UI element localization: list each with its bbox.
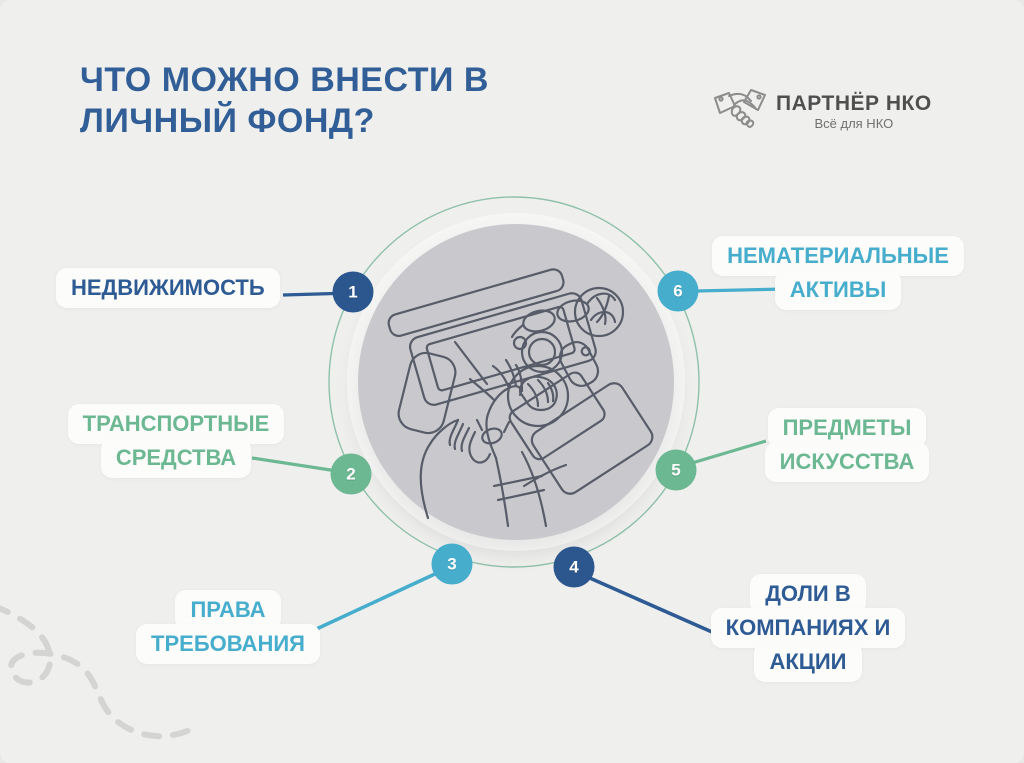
item-label-art-objects: ПРЕДМЕТЫ ИСКУССТВА: [760, 408, 934, 482]
label-line: ДОЛИ В: [750, 574, 866, 614]
label-line: ИСКУССТВА: [764, 442, 930, 482]
center-circle: [358, 224, 674, 540]
brand-name: ПАРТНЁР НКО: [776, 92, 932, 115]
item-number-3-text: 3: [447, 554, 457, 573]
item-label-claim-rights: ПРАВА ТРЕБОВАНИЯ: [136, 590, 320, 664]
item-label-real-estate: НЕДВИЖИМОСТЬ: [56, 268, 280, 308]
item-number-1-text: 1: [348, 282, 358, 301]
label-line: НЕМАТЕРИАЛЬНЫЕ: [712, 236, 964, 276]
label-line: СРЕДСТВА: [100, 438, 252, 478]
label-line: ПРАВА: [175, 590, 281, 630]
item-number-5: 5: [655, 449, 697, 491]
item-number-5-text: 5: [671, 460, 681, 479]
diagram-ring: [328, 196, 700, 568]
item-label-intangible-assets: НЕМАТЕРИАЛЬНЫЕ АКТИВЫ: [712, 236, 964, 310]
dashed-squiggle-decoration: [0, 605, 199, 740]
item-label-company-shares: ДОЛИ В КОМПАНИЯХ И АКЦИИ: [703, 574, 913, 682]
item-number-6-text: 6: [673, 281, 683, 300]
item-number-4: 4: [553, 546, 595, 588]
label-line: АКТИВЫ: [774, 270, 902, 310]
page-title: ЧТО МОЖНО ВНЕСТИ В ЛИЧНЫЙ ФОНД?: [80, 60, 640, 142]
item-number-6: 6: [657, 270, 699, 312]
label-line: АКЦИИ: [754, 642, 862, 682]
item-number-4-text: 4: [569, 557, 579, 576]
label-line: НЕДВИЖИМОСТЬ: [56, 268, 280, 308]
label-line: ТРЕБОВАНИЯ: [136, 624, 320, 664]
label-line: ТРАНСПОРТНЫЕ: [67, 404, 285, 444]
workspace-illustration-icon: [387, 268, 654, 528]
brand-logo: ПАРТНЁР НКО Всё для НКО: [712, 84, 932, 132]
page-title-line2: ЛИЧНЫЙ ФОНД?: [80, 101, 375, 140]
item-number-2: 2: [330, 453, 372, 495]
item-number-3: 3: [431, 543, 473, 585]
label-line: ПРЕДМЕТЫ: [767, 408, 927, 448]
item-number-2-text: 2: [346, 464, 356, 483]
handshake-icon: [714, 89, 766, 128]
brand-tagline: Всё для НКО: [814, 116, 894, 132]
item-label-vehicles: ТРАНСПОРТНЫЕ СРЕДСТВА: [66, 404, 286, 478]
page-title-line1: ЧТО МОЖНО ВНЕСТИ В: [80, 61, 489, 99]
item-number-1: 1: [332, 271, 374, 313]
label-line: КОМПАНИЯХ И: [710, 608, 906, 648]
